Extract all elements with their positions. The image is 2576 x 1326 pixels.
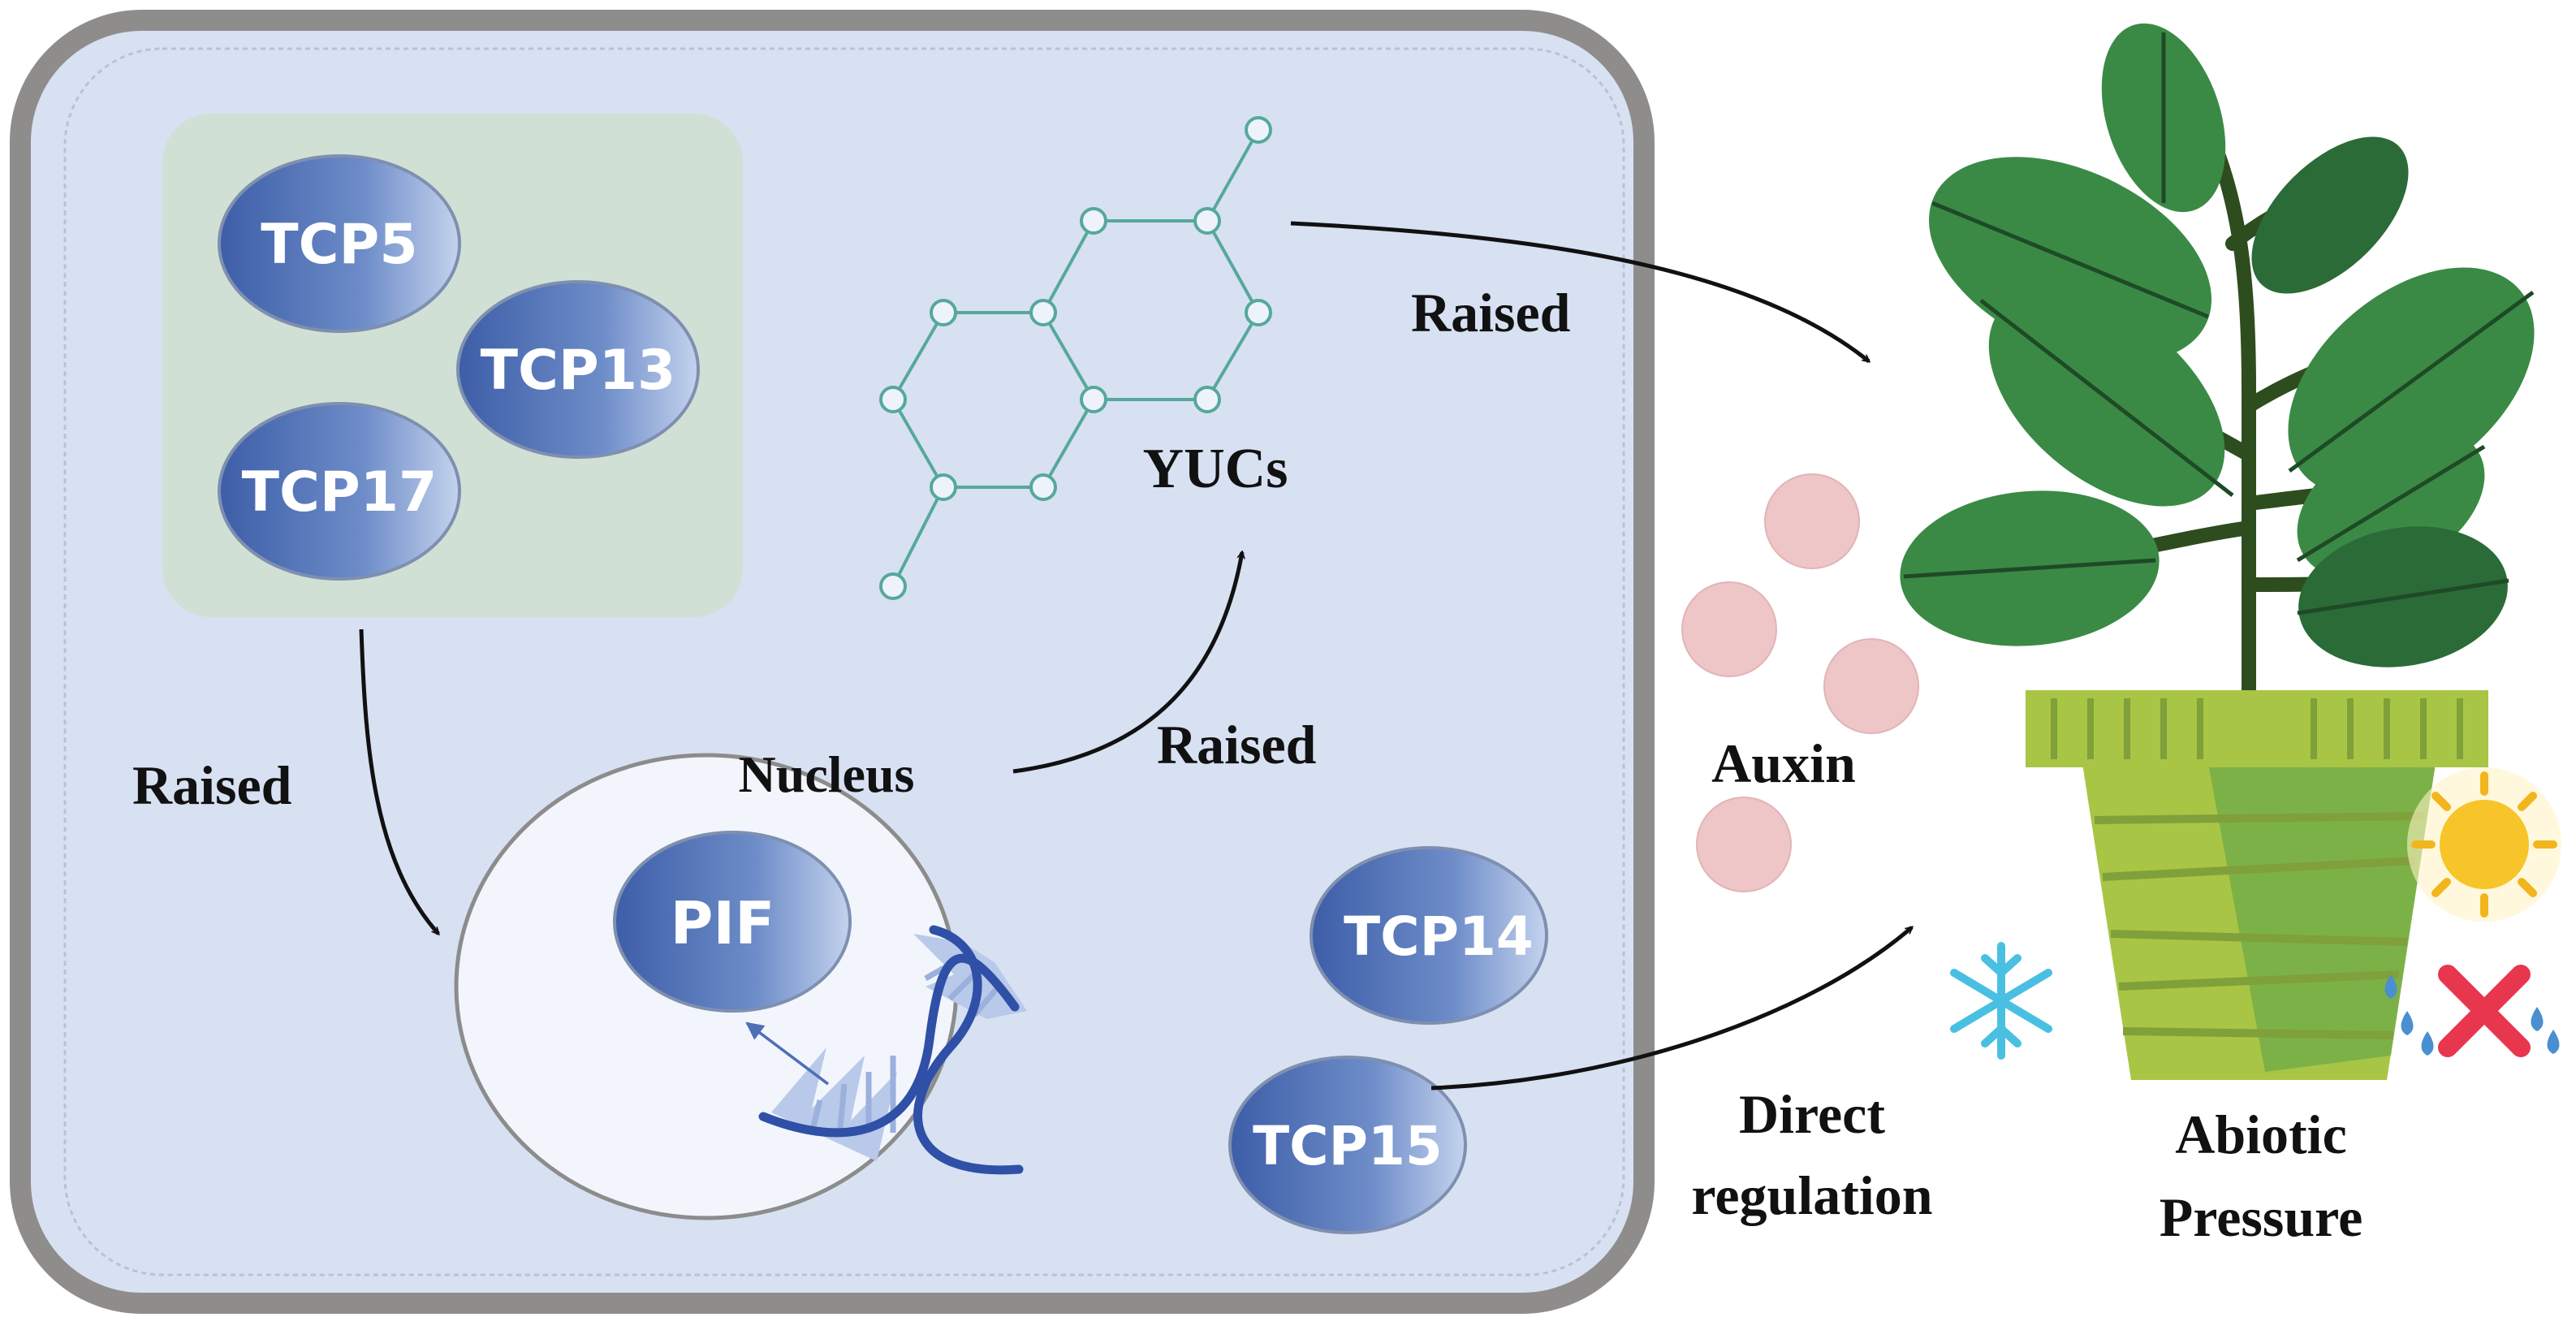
tcp14-label: TCP14 xyxy=(1344,905,1534,968)
tcp17-label: TCP17 xyxy=(242,460,438,525)
arrow-tcp-to-nucleus xyxy=(359,628,438,934)
arrow-tcp15-to-plant xyxy=(1430,927,1912,1091)
plant-icon xyxy=(1900,23,2535,706)
raised-top-label: Raised xyxy=(1411,282,1571,343)
auxin-particles xyxy=(1681,473,1919,892)
pif-protein: PIF xyxy=(613,831,852,1013)
tcp15-label: TCP15 xyxy=(1253,1115,1443,1177)
abiotic-pressure-line1: Abiotic xyxy=(2175,1104,2347,1165)
tcp14-protein: TCP14 xyxy=(1310,846,1548,1025)
tcp17-protein: TCP17 xyxy=(218,402,461,581)
yucs-label: YUCs xyxy=(1143,438,1288,500)
x-cross-icon xyxy=(2438,965,2531,1057)
raised-left-label: Raised xyxy=(132,754,292,816)
auxin-label: Auxin xyxy=(1711,732,1856,794)
sun-icon xyxy=(2407,767,2561,922)
tcp13-protein: TCP13 xyxy=(456,280,700,459)
pif-label: PIF xyxy=(671,889,775,957)
raised-middle-label: Raised xyxy=(1157,714,1317,775)
dna-icon xyxy=(758,925,1027,1175)
nucleus-label: Nucleus xyxy=(739,745,915,803)
arrow-yucs-to-plant xyxy=(1290,221,1869,363)
abiotic-pressure-line2: Pressure xyxy=(2160,1186,2363,1248)
arrow-dna-to-pif xyxy=(745,1021,830,1086)
water-drops-icon xyxy=(2384,974,2560,1056)
tcp13-label: TCP13 xyxy=(481,339,676,403)
arrow-nucleus-to-yucs xyxy=(1012,552,1242,774)
direct-regulation-line2: regulation xyxy=(1691,1164,1932,1226)
tcp5-label: TCP5 xyxy=(261,213,417,277)
tcp5-protein: TCP5 xyxy=(218,154,461,333)
tcp15-protein: TCP15 xyxy=(1228,1056,1467,1234)
snowflake-icon xyxy=(1950,942,2052,1060)
molecule-icon xyxy=(879,116,1272,600)
direct-regulation-line1: Direct xyxy=(1739,1083,1885,1145)
pot xyxy=(2026,690,2488,1080)
